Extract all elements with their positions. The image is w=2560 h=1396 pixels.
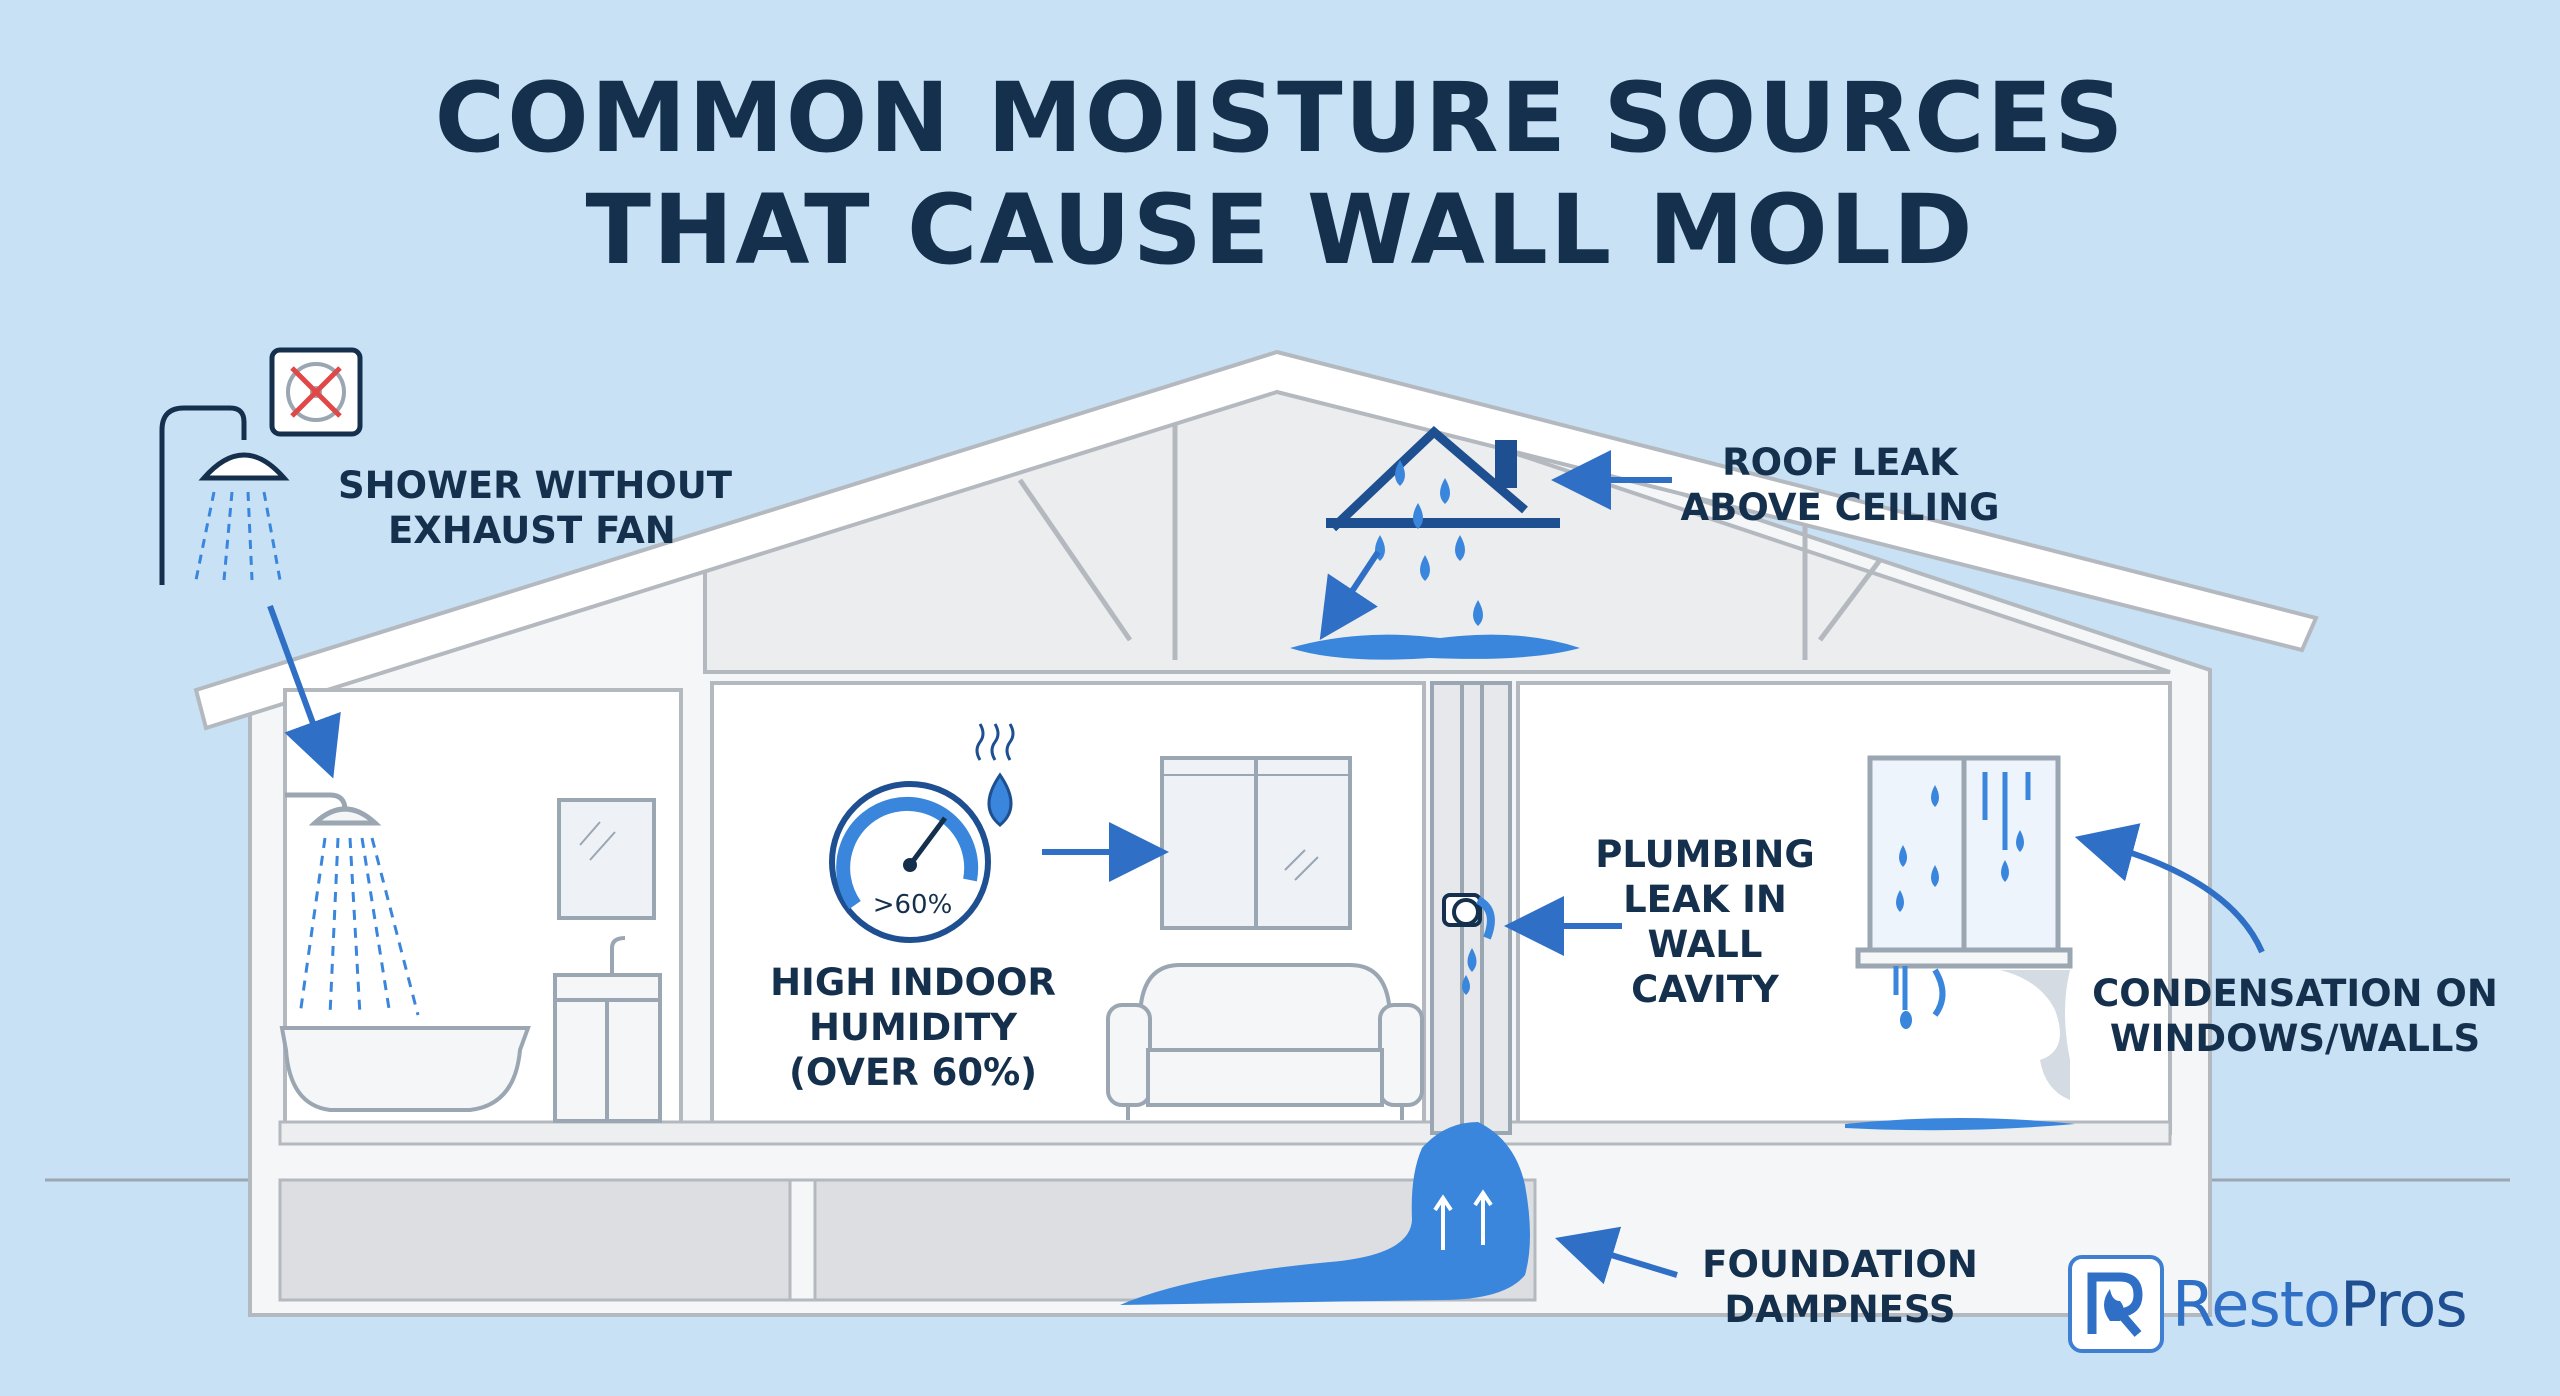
resto-pros-logo-mark: [2068, 1255, 2164, 1353]
label-condensation-on-windows-walls: CONDENSATION ON WINDOWS/WALLS: [2092, 972, 2498, 1060]
sink-vanity: [553, 936, 662, 1123]
gauge-reading: >60%: [872, 890, 953, 920]
shower-icon-spray: [194, 491, 282, 581]
sill-drop: [1900, 1011, 1912, 1029]
shower-spray: [298, 837, 420, 1016]
bathroom-mirror: [557, 798, 656, 920]
rising-arrows: [1433, 1189, 1493, 1250]
wall-stain: [2000, 970, 2070, 1100]
bathtub: [279, 1026, 531, 1112]
floor-slab: [278, 1120, 2172, 1146]
foundation-water: [1120, 1122, 1530, 1305]
arrow-shower: [267, 604, 341, 779]
pointer-arrows: [267, 450, 2265, 1285]
arrow-condensation: [2074, 823, 2265, 954]
label-roof-leak-above-ceiling: ROOF LEAK ABOVE CEILING: [1680, 441, 2000, 529]
sill-drip: [1932, 968, 1946, 1017]
humidity-gauge-icon: [829, 781, 991, 943]
bathroom-shower-head: [285, 792, 382, 826]
pipe-leak-icon: [1442, 893, 1495, 995]
exhaust-fan-crossed-icon: [269, 347, 363, 437]
title-line-2: THAT CAUSE WALL MOLD: [585, 174, 1975, 286]
roof: [193, 349, 2319, 731]
ceiling-puddle: [1290, 634, 1580, 660]
window-droplets: [1896, 785, 2024, 912]
flame-r-icon: [2087, 1272, 2143, 1337]
title-line-1: COMMON MOISTURE SOURCES: [434, 62, 2126, 174]
arrow-roof-to-ceiling: [1319, 550, 1381, 641]
shower-icon: [159, 405, 290, 585]
label-foundation-dampness: FOUNDATION DAMPNESS: [1702, 1243, 1978, 1331]
steam-lines: [975, 723, 1015, 761]
brand-name: RestoPros: [2172, 1267, 2468, 1341]
floor-puddle: [1845, 1118, 2075, 1131]
arrow-foundation: [1555, 1226, 1678, 1285]
resto-pros-logo: RestoPros: [2068, 1252, 2468, 1356]
living-room-window: [1160, 756, 1352, 930]
sofa: [1106, 963, 1424, 1120]
condensation-window: [1855, 755, 2073, 969]
window-drips: [1893, 772, 2031, 1010]
water-drop-icon: [987, 772, 1013, 827]
brand-name-part-1: Resto: [2172, 1267, 2341, 1341]
brand-name-part-2: Pros: [2339, 1267, 2468, 1341]
label-plumbing-leak-in-wall-cavity: PLUMBING LEAK IN WALL CAVITY: [1595, 833, 1815, 1011]
page-title: COMMON MOISTURE SOURCES THAT CAUSE WALL …: [0, 62, 2560, 286]
label-shower-without-exhaust-fan: SHOWER WITHOUT EXHAUST FAN: [338, 464, 733, 552]
label-high-indoor-humidity: HIGH INDOOR HUMIDITY (OVER 60%): [770, 961, 1056, 1094]
roof-leak-icon: [1326, 425, 1560, 626]
